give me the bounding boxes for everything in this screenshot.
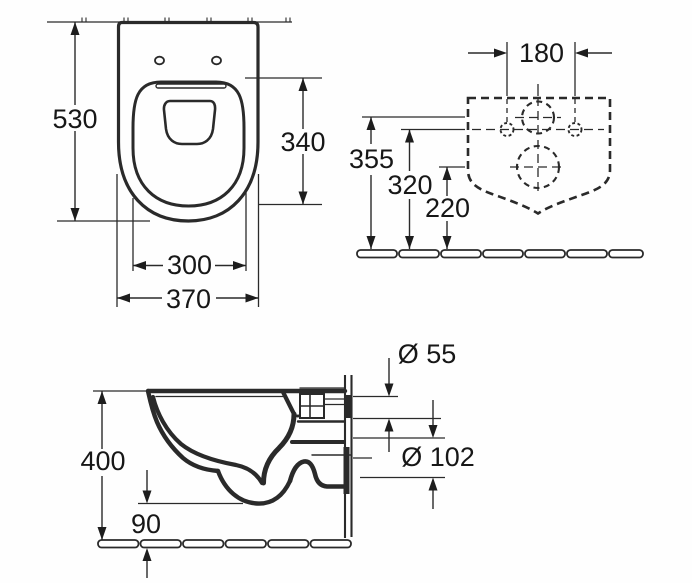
dim-bolt-height: 320 — [387, 129, 433, 249]
dim-mounting-height: 400 — [80, 391, 126, 540]
front-view: 530 340 300 370 — [47, 17, 326, 314]
dim-label-overall-width: 370 — [166, 284, 211, 314]
mounting-hole-left — [499, 122, 515, 137]
installation-extension-lines — [362, 42, 576, 168]
dim-label-outlet-diameter: Ø 102 — [401, 442, 475, 472]
front-view-extension-lines — [47, 17, 322, 307]
floor-line-installation — [356, 249, 644, 259]
toilet-body-outline — [116, 20, 260, 223]
seat-hinge-bar — [155, 83, 227, 89]
water-inlet-crosshair — [515, 97, 561, 139]
dim-water-inlet-height: 355 — [349, 117, 394, 249]
seat-hole-right — [211, 55, 222, 66]
dim-label-water-inlet-height: 355 — [349, 144, 394, 174]
dim-overall-width: 370 — [117, 284, 259, 314]
mounting-template-outline — [466, 96, 612, 216]
toilet-side-profile — [145, 387, 352, 506]
dim-label-bottom-clearance: 90 — [131, 509, 161, 539]
floor-line-side — [97, 539, 352, 549]
dim-outlet-diameter: Ø 102 — [401, 400, 475, 509]
dim-label-waste-outlet-height: 220 — [425, 193, 470, 223]
dim-inlet-diameter: Ø 55 — [384, 339, 457, 452]
mounting-hole-right — [567, 122, 583, 137]
dim-overall-depth: 530 — [52, 22, 98, 221]
dim-label-bowl-width: 300 — [167, 250, 212, 280]
dim-label-inlet-diameter: Ø 55 — [398, 339, 457, 369]
toilet-seat-outline — [131, 80, 246, 208]
dim-bolt-spacing: 180 — [468, 38, 612, 68]
dim-bowl-width: 300 — [133, 250, 246, 280]
side-view: 400 90 Ø 55 Ø 102 — [80, 339, 475, 578]
dim-bottom-clearance: 90 — [131, 470, 161, 578]
dim-label-bolt-spacing: 180 — [519, 38, 564, 68]
dim-label-overall-depth: 530 — [52, 104, 97, 134]
flush-opening — [162, 99, 217, 146]
dim-label-bolt-height: 320 — [387, 170, 432, 200]
waste-outlet-crosshair — [510, 140, 566, 196]
seat-hole-left — [154, 55, 165, 66]
installation-view: 180 355 320 220 — [349, 38, 644, 259]
dim-bowl-length: 340 — [280, 78, 326, 205]
side-extension-lines — [93, 390, 445, 505]
dim-label-mounting-height: 400 — [80, 446, 125, 476]
flush-distributor-box — [299, 393, 344, 419]
dim-waste-outlet-height: 220 — [425, 167, 470, 249]
dim-label-bowl-length: 340 — [280, 127, 325, 157]
